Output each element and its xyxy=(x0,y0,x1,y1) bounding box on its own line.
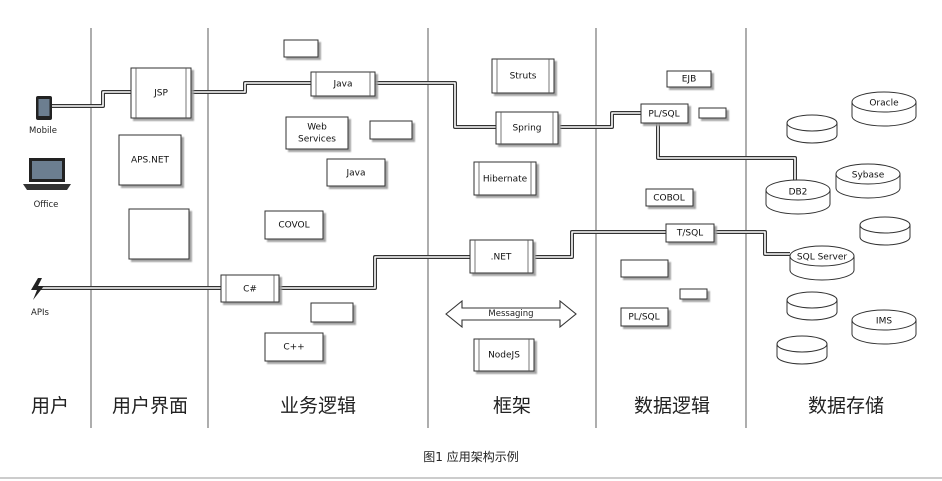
spring-box xyxy=(495,111,559,145)
jsp-box xyxy=(130,67,192,119)
web-services-label-2: Services xyxy=(298,135,336,145)
databases xyxy=(765,91,917,365)
apis-label: APIs xyxy=(31,308,49,318)
java-label-1: Java xyxy=(332,80,352,90)
web-services-label-1: Web xyxy=(307,123,327,133)
blank-box-4 xyxy=(698,107,727,119)
ejb-label: EJB xyxy=(682,75,697,85)
plsql-box-1 xyxy=(640,103,689,124)
blank-box-5 xyxy=(620,259,669,278)
lane-title-user: 用户 xyxy=(31,395,69,417)
hibernate-box xyxy=(473,161,537,196)
messaging-label: Messaging xyxy=(488,309,533,319)
lane-title-framework: 框架 xyxy=(493,395,531,417)
aspnet-box xyxy=(118,134,182,186)
db-blank-2 xyxy=(859,216,911,246)
lane-title-ui: 用户界面 xyxy=(112,395,188,417)
blank-box-3 xyxy=(310,302,354,323)
ejb-box xyxy=(666,70,712,88)
csharp-box xyxy=(220,274,280,303)
messaging-arrow: Messaging xyxy=(445,299,577,329)
cobol-box xyxy=(645,188,694,207)
tsql-label: T/SQL xyxy=(676,229,703,239)
java-label-2: Java xyxy=(345,169,365,179)
db2-label: DB2 xyxy=(789,188,808,198)
java-box-2 xyxy=(326,158,386,187)
web-services-box xyxy=(285,116,349,150)
lightning-icon xyxy=(31,278,44,300)
db-db2 xyxy=(765,179,831,215)
blank-ui-box xyxy=(128,208,190,260)
db-blank-4 xyxy=(776,335,828,365)
covol-box xyxy=(264,210,324,240)
blank-box-6 xyxy=(679,288,708,300)
office-client: Office xyxy=(23,158,71,210)
ims-label: IMS xyxy=(876,317,892,327)
nodejs-box xyxy=(473,338,535,372)
db-blank-3 xyxy=(786,291,838,321)
lane-title-business: 业务逻辑 xyxy=(280,395,356,417)
mobile-phone-icon xyxy=(36,96,52,120)
aspnet-label: APS.NET xyxy=(131,156,170,166)
hibernate-label: Hibernate xyxy=(483,175,528,185)
lane-titles: 用户 用户界面 业务逻辑 框架 数据逻辑 数据存储 xyxy=(31,395,884,417)
sqlserver-label: SQL Server xyxy=(797,253,847,263)
sybase-label: Sybase xyxy=(852,171,885,181)
jsp-label: JSP xyxy=(153,89,168,99)
db-sqlserver xyxy=(789,245,855,281)
connections xyxy=(40,81,797,290)
blank-box-2 xyxy=(369,120,413,140)
mobile-label: Mobile xyxy=(29,126,57,136)
mobile-client: Mobile xyxy=(29,96,57,136)
spring-label: Spring xyxy=(512,124,541,134)
lane-title-data-logic: 数据逻辑 xyxy=(634,395,710,417)
dotnet-label: .NET xyxy=(491,253,512,263)
db-oracle xyxy=(851,91,917,127)
laptop-icon xyxy=(23,158,71,190)
connection-mobile-to-db2 xyxy=(52,81,797,182)
dotnet-box xyxy=(469,239,534,274)
java-box-1 xyxy=(310,71,376,97)
lane-dividers xyxy=(0,28,942,479)
office-label: Office xyxy=(34,200,59,210)
struts-label: Struts xyxy=(510,72,537,82)
lane-title-storage: 数据存储 xyxy=(808,395,884,417)
cobol-label: COBOL xyxy=(653,194,684,204)
cpp-label: C++ xyxy=(283,343,304,353)
connection-apis-to-sqlserver xyxy=(40,230,790,290)
db-sybase xyxy=(835,163,901,199)
apis-client: APIs xyxy=(31,278,50,318)
nodejs-label: NodeJS xyxy=(488,351,520,361)
covol-label: COVOL xyxy=(278,221,309,231)
blank-box-1 xyxy=(283,39,319,58)
oracle-label: Oracle xyxy=(869,99,899,109)
plsql-label-2: PL/SQL xyxy=(628,313,659,323)
cpp-box xyxy=(264,332,324,362)
figure-caption: 图1 应用架构示例 xyxy=(423,449,518,464)
plsql-box-2 xyxy=(620,307,669,327)
plsql-label-1: PL/SQL xyxy=(648,110,679,120)
tsql-box xyxy=(665,223,715,243)
db-ims xyxy=(851,309,917,345)
csharp-label: C# xyxy=(243,285,257,295)
struts-box xyxy=(491,58,555,94)
db-blank-1 xyxy=(786,114,838,144)
